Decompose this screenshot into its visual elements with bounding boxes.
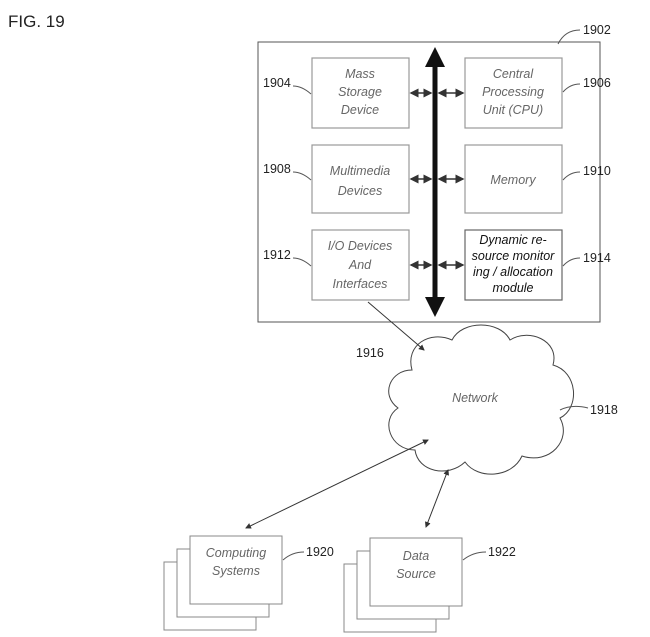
data-source-line-2: Source xyxy=(396,567,436,581)
data-source-line-1: Data xyxy=(403,549,429,563)
link-ref: 1916 xyxy=(356,346,384,360)
dynamic-line-4: module xyxy=(493,281,534,295)
cpu-line-2: Processing xyxy=(482,85,544,99)
mass-storage-line-2: Storage xyxy=(338,85,382,99)
multimedia-line-1: Multimedia xyxy=(330,164,390,178)
network-datasource-link xyxy=(425,469,449,528)
cpu-line-1: Central xyxy=(493,67,535,81)
network-computing-link xyxy=(245,439,429,529)
network-cloud xyxy=(388,324,574,475)
io-network-link xyxy=(367,301,425,351)
io-block: I/O Devices And Interfaces xyxy=(311,229,410,301)
mass-storage-block: Mass Storage Device xyxy=(311,57,410,129)
io-line-1: I/O Devices xyxy=(328,239,393,253)
figure-title: FIG. 19 xyxy=(8,12,65,31)
mass-storage-ref: 1904 xyxy=(263,76,291,90)
multimedia-leader xyxy=(292,171,312,181)
computer-ref: 1902 xyxy=(583,23,611,37)
dynamic-allocation-block: Dynamic re- source monitor ing / allocat… xyxy=(464,229,563,301)
multimedia-ref: 1908 xyxy=(263,162,291,176)
cpu-block: Central Processing Unit (CPU) xyxy=(464,57,563,129)
computing-systems-leader xyxy=(282,551,305,561)
memory-leader xyxy=(562,171,581,181)
mass-storage-line-1: Mass xyxy=(345,67,375,81)
io-ref: 1912 xyxy=(263,248,291,262)
data-source-leader xyxy=(462,551,487,561)
computer-ref-leader xyxy=(557,29,581,45)
memory-line-1: Memory xyxy=(490,173,536,187)
data-source-stack: Data Source xyxy=(343,537,463,633)
memory-ref: 1910 xyxy=(583,164,611,178)
multimedia-line-2: Devices xyxy=(338,184,382,198)
network-leader xyxy=(559,405,589,411)
multimedia-block: Multimedia Devices xyxy=(311,144,410,214)
dynamic-line-3: ing / allocation xyxy=(473,265,553,279)
dynamic-line-1: Dynamic re- xyxy=(479,233,546,247)
dynamic-leader xyxy=(562,257,581,267)
mass-storage-line-3: Device xyxy=(341,103,379,117)
cpu-leader xyxy=(562,83,581,93)
dynamic-ref: 1914 xyxy=(583,251,611,265)
memory-block: Memory xyxy=(464,144,563,214)
io-line-3: Interfaces xyxy=(333,277,388,291)
cpu-ref: 1906 xyxy=(583,76,611,90)
network-label: Network xyxy=(452,391,499,405)
computing-systems-line-2: Systems xyxy=(212,564,260,578)
data-source-ref: 1922 xyxy=(488,545,516,559)
network-ref: 1918 xyxy=(590,403,618,417)
dynamic-line-2: source monitor xyxy=(472,249,556,263)
cpu-line-3: Unit (CPU) xyxy=(483,103,543,117)
io-leader xyxy=(292,257,312,267)
computing-systems-ref: 1920 xyxy=(306,545,334,559)
computing-systems-stack: Computing Systems xyxy=(163,535,283,631)
computing-systems-line-1: Computing xyxy=(206,546,266,560)
io-line-2: And xyxy=(348,258,372,272)
mass-storage-leader xyxy=(292,85,312,95)
